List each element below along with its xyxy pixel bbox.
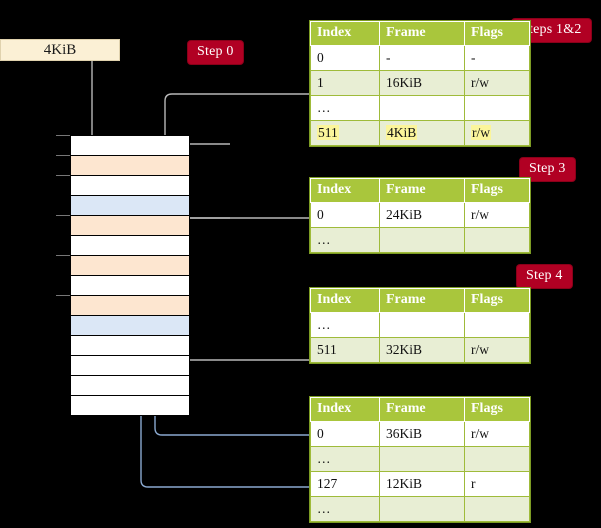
table-row: … — [310, 227, 530, 253]
memory-row-9 — [71, 315, 189, 335]
cell-index: 511 — [317, 341, 337, 357]
column-header-frame: Frame — [379, 21, 465, 46]
table-row: 0 24KiB r/w — [310, 202, 530, 228]
memory-row-7 — [71, 275, 189, 295]
memory-row-6 — [71, 255, 189, 275]
cell-index: … — [317, 500, 331, 516]
cell-index: 1 — [317, 74, 324, 90]
cell-flags: r/w — [471, 425, 489, 441]
memory-tick-4 — [56, 215, 70, 216]
memory-row-1 — [71, 155, 189, 175]
badge-step-4-label: Step 4 — [526, 268, 563, 283]
badge-step-0: Step 0 — [188, 41, 243, 64]
table-row: … — [310, 312, 530, 338]
wire-level1-to-memory — [190, 217, 312, 219]
cell-frame: - — [386, 49, 391, 65]
physical-memory-column — [70, 135, 190, 416]
cell-index: … — [317, 231, 331, 247]
column-header-frame: Frame — [379, 288, 465, 313]
memory-row-8 — [71, 295, 189, 315]
cell-index: … — [317, 450, 331, 466]
source-frame-label: 4KiB — [43, 41, 77, 58]
column-header-flags: Flags — [464, 397, 530, 422]
memory-row-13 — [71, 395, 189, 415]
cell-frame: 4KiB — [386, 124, 418, 140]
cell-index: 511 — [317, 124, 339, 140]
wire-hook-level0 — [187, 144, 330, 153]
memory-row-10 — [71, 335, 189, 355]
table-row: 127 12KiB r — [310, 471, 530, 497]
cell-index: 0 — [317, 425, 324, 441]
memory-row-3 — [71, 195, 189, 215]
memory-row-12 — [71, 375, 189, 395]
cell-frame: 16KiB — [386, 74, 423, 90]
cell-index: 0 — [317, 49, 324, 65]
memory-tick-2 — [56, 175, 70, 176]
column-header-frame: Frame — [379, 397, 465, 422]
column-header-frame: Frame — [379, 178, 465, 203]
cell-frame: 24KiB — [386, 206, 423, 222]
memory-tick-6 — [56, 255, 70, 256]
cell-flags: r/w — [471, 74, 489, 90]
column-header-index: Index — [310, 288, 380, 313]
badge-step-3: Step 3 — [520, 158, 575, 181]
column-header-flags: Flags — [464, 21, 530, 46]
memory-tick-0 — [56, 135, 70, 136]
memory-row-5 — [71, 235, 189, 255]
cell-frame: 36KiB — [386, 425, 423, 441]
table-row: 1 16KiB r/w — [310, 70, 530, 96]
cell-index: … — [317, 99, 331, 115]
cell-index: … — [317, 316, 331, 332]
memory-row-4 — [71, 215, 189, 235]
table-row: … — [310, 95, 530, 121]
cell-flags: - — [471, 49, 476, 65]
column-header-flags: Flags — [464, 288, 530, 313]
table-row: … — [310, 446, 530, 472]
memory-row-11 — [71, 355, 189, 375]
memory-tick-1 — [56, 155, 70, 156]
badge-step-3-label: Step 3 — [529, 161, 566, 176]
memory-row-2 — [71, 175, 189, 195]
column-header-index: Index — [310, 178, 380, 203]
cell-flags: r/w — [471, 124, 491, 140]
memory-row-0 — [71, 135, 189, 155]
column-header-index: Index — [310, 21, 380, 46]
badge-step-4: Step 4 — [517, 265, 572, 288]
cell-flags: r — [471, 475, 476, 491]
cell-flags: r/w — [471, 341, 489, 357]
table-row: … — [310, 496, 530, 522]
cell-frame: 32KiB — [386, 341, 423, 357]
cell-flags: r/w — [471, 206, 489, 222]
column-header-flags: Flags — [464, 178, 530, 203]
badge-step-0-label: Step 0 — [197, 44, 234, 59]
cell-index: 0 — [317, 206, 324, 222]
table-row: 0 - - — [310, 45, 530, 71]
badge-steps-1-2: Steps 1&2 — [512, 19, 591, 42]
column-header-index: Index — [310, 397, 380, 422]
badge-steps-1-2-label: Steps 1&2 — [521, 22, 582, 37]
wire-hooks-memory-right — [170, 143, 312, 361]
source-frame-box: 4KiB — [0, 39, 120, 61]
cell-frame: 12KiB — [386, 475, 423, 491]
memory-tick-8 — [56, 295, 70, 296]
table-row: 511 32KiB r/w — [310, 337, 530, 363]
cell-index: 127 — [317, 475, 338, 491]
wire-memory-loop-1 — [196, 142, 216, 152]
table-row: 511 4KiB r/w — [310, 120, 530, 146]
table-row: 0 36KiB r/w — [310, 421, 530, 447]
